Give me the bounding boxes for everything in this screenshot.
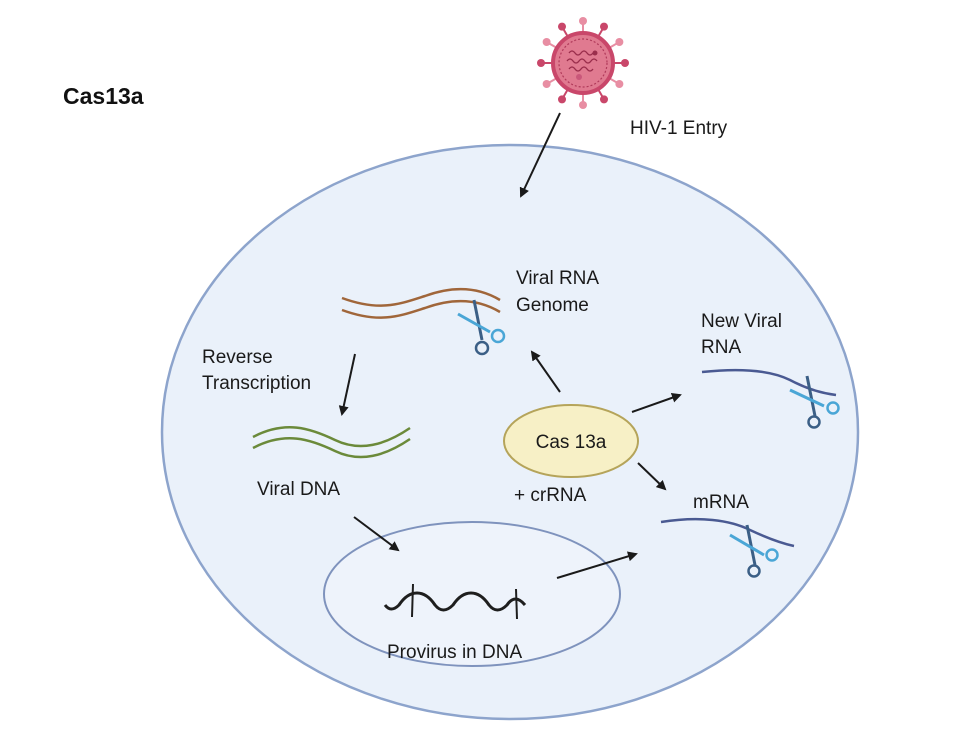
integration-arrow xyxy=(353,516,400,552)
viral-dna-strand xyxy=(252,426,411,459)
rt-arrow xyxy=(338,353,356,416)
virion-spike-tip xyxy=(542,38,551,46)
mrna-strand xyxy=(660,517,795,548)
crrna-label: + crRNA xyxy=(514,485,587,506)
virion-spike-tip xyxy=(579,101,587,109)
reverse-transcription-label-line1: Reverse xyxy=(202,347,273,368)
cas13a-label: Cas 13a xyxy=(536,432,607,453)
virion-spike-tip xyxy=(600,95,608,104)
cas-to-mrna-arrow xyxy=(637,462,667,491)
cas13a-complex xyxy=(503,404,639,478)
hiv-virion-icon xyxy=(537,17,629,109)
transcription-arrow xyxy=(556,551,638,579)
virion-spike-tip xyxy=(579,17,587,25)
viral-rna-label-line1: Viral RNA xyxy=(516,268,599,289)
hiv-entry-label: HIV-1 Entry xyxy=(630,118,728,139)
new-viral-rna-strand xyxy=(701,368,837,397)
virion-spike-tip xyxy=(537,59,545,67)
virion-spike-tip xyxy=(558,95,566,104)
virion-spike-tip xyxy=(558,22,566,31)
scissors-icon xyxy=(789,375,840,429)
viral-dna-label: Viral DNA xyxy=(257,479,340,500)
viral-rna-genome-strand xyxy=(341,287,501,319)
cas-to-new-rna-arrow xyxy=(631,392,682,413)
virion-spike-tip xyxy=(600,22,608,31)
virion-spike-tip xyxy=(615,80,624,88)
virion-spike-tip xyxy=(615,38,624,46)
scissors-icon xyxy=(729,524,779,578)
virion-spike-tip xyxy=(621,59,629,67)
cas-to-genome-arrow xyxy=(530,350,561,393)
entry-arrow xyxy=(519,112,561,198)
new-viral-rna-label-line2: RNA xyxy=(701,337,741,358)
provirus-label: Provirus in DNA xyxy=(387,642,522,663)
reverse-transcription-label-line2: Transcription xyxy=(202,373,311,394)
provirus-strand xyxy=(383,583,527,620)
figure-title: Cas13a xyxy=(63,83,144,109)
mrna-label: mRNA xyxy=(693,492,749,513)
scissors-icon xyxy=(457,299,506,356)
viral-rna-label-line2: Genome xyxy=(516,295,589,316)
virion-spike-tip xyxy=(542,80,551,88)
new-viral-rna-label-line1: New Viral xyxy=(701,311,782,332)
